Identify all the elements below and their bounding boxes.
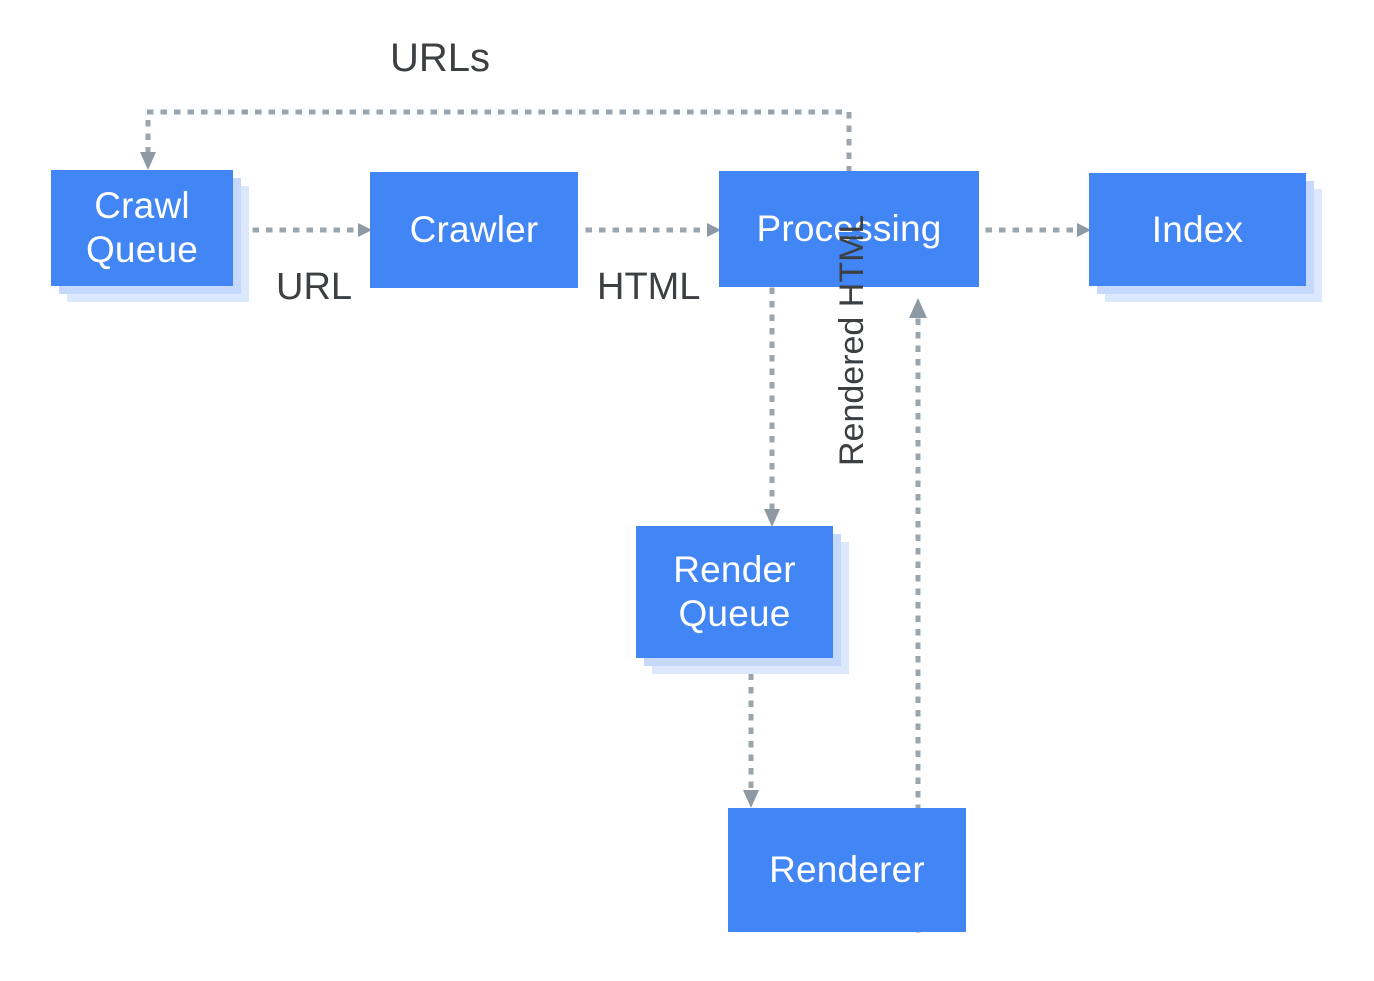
node-crawler-label: Crawler bbox=[409, 209, 539, 251]
edge-label-urls: URLs bbox=[390, 36, 491, 80]
edge-processing-to-renderqueue bbox=[764, 287, 780, 527]
edge-processing-to-crawlqueue bbox=[140, 109, 852, 173]
node-crawler[interactable]: Crawler bbox=[370, 172, 578, 288]
edge-crawler-to-processing bbox=[585, 223, 721, 237]
node-index-label: Index bbox=[1151, 208, 1244, 250]
edge-processing-to-index bbox=[985, 223, 1091, 237]
edge-label-rendered-html: Rendered HTML bbox=[833, 214, 871, 466]
node-crawl-queue[interactable]: Crawl Queue bbox=[51, 170, 233, 286]
edge-crawlqueue-to-crawler bbox=[252, 223, 372, 237]
edge-renderqueue-to-renderer bbox=[743, 673, 759, 808]
node-render-queue-label-line1: Render bbox=[673, 549, 796, 591]
node-index[interactable]: Index bbox=[1089, 173, 1306, 286]
node-render-queue[interactable]: Render Queue bbox=[636, 526, 833, 658]
node-renderer[interactable]: Renderer bbox=[728, 808, 966, 932]
node-crawl-queue-label-line1: Crawl bbox=[94, 185, 190, 227]
node-crawl-queue-label-line2: Queue bbox=[85, 229, 199, 270]
node-processing[interactable]: Processing bbox=[719, 171, 979, 287]
node-render-queue-label-line2: Queue bbox=[678, 593, 791, 634]
node-processing-label: Processing bbox=[756, 208, 942, 250]
edge-label-url: URL bbox=[276, 266, 353, 308]
node-renderer-label: Renderer bbox=[769, 849, 925, 891]
edge-label-html: HTML bbox=[597, 266, 701, 308]
